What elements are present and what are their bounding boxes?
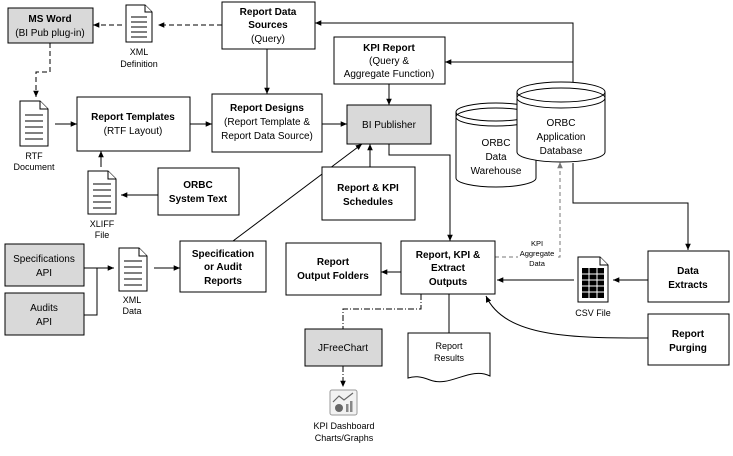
svg-text:Definition: Definition (120, 59, 158, 69)
svg-text:Results: Results (434, 353, 465, 363)
svg-text:Application: Application (537, 132, 586, 143)
orbc-application-database-db: ORBC Application Database (516, 81, 606, 163)
svg-text:Schedules: Schedules (343, 197, 393, 208)
svg-text:Specifications: Specifications (13, 254, 75, 265)
report-output-folders-box: Report Output Folders (285, 242, 382, 296)
svg-text:File: File (95, 230, 110, 240)
svg-text:Aggregate: Aggregate (520, 249, 555, 258)
svg-text:Charts/Graphs: Charts/Graphs (315, 433, 374, 443)
ms-word-box: MS Word (BI Pub plug-in) (7, 7, 94, 44)
report-designs-box: Report Designs (Report Template & Report… (211, 93, 323, 153)
rtf-document-doc: RTF Document (13, 100, 55, 172)
spec-audit-reports-box: Specification or Audit Reports (179, 240, 267, 293)
svg-text:RTF: RTF (25, 151, 43, 161)
xml-data-doc: XML Data (118, 247, 148, 316)
jfreechart-box: JFreeChart (304, 328, 383, 367)
edge-specreports-bipublisher (232, 143, 363, 242)
xml-definition-doc: XML Definition (120, 4, 158, 69)
edge-purging-outputs (485, 295, 649, 339)
svg-text:KPI: KPI (531, 239, 543, 248)
svg-text:(BI Pub plug-in): (BI Pub plug-in) (15, 28, 84, 39)
svg-text:ORBC: ORBC (547, 118, 576, 129)
edge-bipublisher-outputs (388, 144, 453, 241)
svg-text:Audits: Audits (30, 303, 58, 314)
svg-text:Report Data Source): Report Data Source) (221, 131, 313, 142)
svg-text:(Report Template &: (Report Template & (224, 117, 310, 128)
report-results-doc: Report Results (407, 332, 491, 383)
svg-text:Outputs: Outputs (429, 277, 468, 288)
data-extracts-box: Data Extracts (647, 250, 730, 303)
svg-text:Document: Document (13, 162, 55, 172)
svg-text:(Query &: (Query & (369, 56, 409, 67)
svg-text:Report Data: Report Data (240, 7, 297, 18)
xliff-file-doc: XLIFF File (87, 170, 117, 240)
svg-text:Aggregate Function): Aggregate Function) (344, 69, 435, 80)
svg-text:Specification: Specification (192, 249, 254, 260)
svg-text:Data: Data (122, 306, 141, 316)
svg-text:Report & KPI: Report & KPI (337, 183, 399, 194)
svg-text:Data: Data (529, 259, 546, 268)
svg-text:ORBC: ORBC (482, 138, 511, 149)
svg-text:Data: Data (485, 152, 507, 163)
edge-auditsapi-xmldata (84, 268, 98, 316)
svg-text:MS Word: MS Word (28, 14, 71, 25)
kpi-aggregate-data-label: KPI Aggregate Data (518, 238, 558, 270)
svg-text:Report: Report (672, 329, 705, 340)
svg-text:API: API (36, 268, 52, 279)
svg-text:Report: Report (435, 341, 463, 351)
connectors (33, 20, 691, 387)
svg-text:ORBC: ORBC (183, 180, 212, 191)
report-purging-box: Report Purging (647, 313, 730, 366)
svg-text:(Query): (Query) (251, 34, 285, 45)
svg-text:XML: XML (123, 295, 142, 305)
svg-text:BI Publisher: BI Publisher (362, 120, 417, 131)
svg-text:or Audit: or Audit (204, 262, 243, 273)
svg-text:Report: Report (317, 257, 350, 268)
edge-outputs-appdb-kpi (495, 162, 563, 258)
svg-text:CSV File: CSV File (575, 308, 611, 318)
svg-text:KPI Report: KPI Report (363, 43, 415, 54)
svg-text:KPI Dashboard: KPI Dashboard (313, 421, 374, 431)
report-kpi-schedules-box: Report & KPI Schedules (321, 166, 416, 221)
edge-appdb-datasources (315, 20, 574, 84)
svg-text:XLIFF: XLIFF (90, 219, 115, 229)
svg-text:XML: XML (130, 47, 149, 57)
report-data-sources-box: Report Data Sources (Query) (221, 1, 316, 50)
kpi-dashboard-label: KPI Dashboard Charts/Graphs (313, 421, 374, 443)
report-kpi-extract-outputs-box: Report, KPI & Extract Outputs (400, 240, 496, 295)
edge-outputs-jfreechart (342, 294, 422, 329)
audits-api-box: Audits API (4, 292, 85, 336)
svg-text:Report Designs: Report Designs (230, 103, 304, 114)
edge-msword-rtf (33, 43, 51, 97)
svg-text:Warehouse: Warehouse (471, 166, 522, 177)
svg-text:Report, KPI &: Report, KPI & (416, 250, 480, 261)
csv-file-doc: CSV File (575, 256, 611, 318)
svg-text:Reports: Reports (204, 276, 242, 287)
svg-text:Data: Data (677, 266, 699, 277)
svg-text:System Text: System Text (169, 194, 228, 205)
edge-appdb-extracts (572, 163, 691, 250)
report-templates-box: Report Templates (RTF Layout) (76, 96, 191, 152)
bi-publisher-box: BI Publisher (346, 104, 432, 145)
svg-text:Extracts: Extracts (668, 280, 708, 291)
svg-text:JFreeChart: JFreeChart (318, 343, 368, 354)
svg-text:Output Folders: Output Folders (297, 271, 369, 282)
svg-text:API: API (36, 317, 52, 328)
svg-text:(RTF Layout): (RTF Layout) (104, 126, 163, 137)
svg-text:Report Templates: Report Templates (91, 112, 175, 123)
specifications-api-box: Specifications API (4, 243, 85, 287)
chart-icon (329, 389, 358, 416)
kpi-report-box: KPI Report (Query & Aggregate Function) (333, 36, 446, 85)
orbc-system-text-box: ORBC System Text (157, 167, 240, 216)
svg-text:Purging: Purging (669, 343, 707, 354)
svg-text:Extract: Extract (431, 263, 466, 274)
svg-text:Database: Database (540, 146, 583, 157)
svg-text:Sources: Sources (248, 20, 288, 31)
